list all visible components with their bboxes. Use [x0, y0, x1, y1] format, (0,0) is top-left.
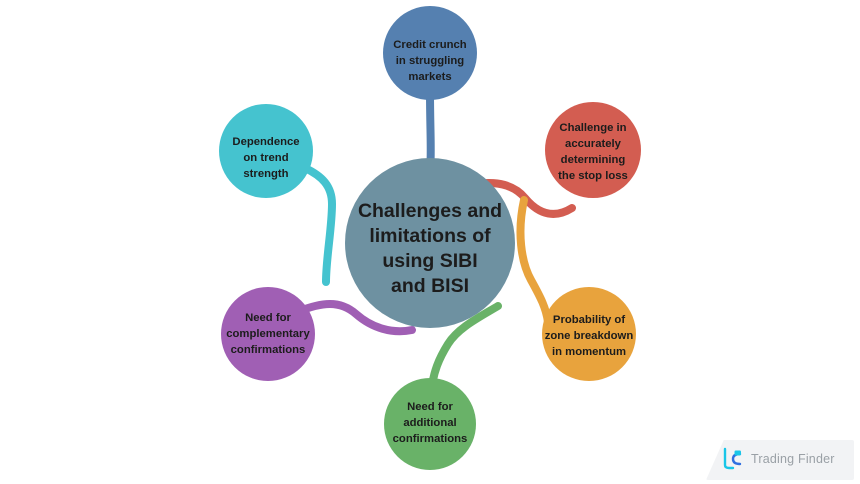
watermark-content: Trading Finder	[722, 447, 835, 471]
node-credit-crunch-label-line-3: markets	[408, 71, 451, 83]
node-complementary-confirmations-label-line-2: complementary	[226, 328, 310, 340]
node-additional-confirmations-circle	[384, 378, 476, 470]
hub-circle	[345, 158, 515, 328]
node-stop-loss-label-line-3: determining	[561, 154, 626, 166]
node-zone-breakdown-label-line-3: in momentum	[552, 346, 626, 358]
watermark-plate	[706, 440, 854, 480]
watermark-text: Trading Finder	[751, 452, 835, 466]
connector-trend-strength	[301, 164, 337, 286]
hub-label-line-1: Challenges and	[358, 200, 502, 222]
connector-additional-confirmations	[428, 302, 502, 390]
node-stop-loss-label-line-2: accurately	[565, 138, 622, 150]
node-trend-strength-label-line-1: Dependence	[232, 136, 299, 148]
node-stop-loss-label-line-1: Challenge in	[559, 122, 626, 134]
node-credit-crunch-circle	[383, 6, 477, 100]
watermark: Trading Finder	[706, 436, 854, 480]
node-complementary-confirmations-label-line-1: Need for	[245, 312, 291, 324]
node-additional-confirmations-label-line-1: Need for	[407, 401, 453, 413]
node-credit-crunch-label-line-1: Credit crunch	[393, 39, 467, 51]
trading-finder-logo-icon	[723, 447, 742, 470]
node-trend-strength-label-line-3: strength	[243, 168, 288, 180]
hub-label-line-4: and BISI	[391, 275, 469, 297]
node-trend-strength[interactable]: Dependence on trend strength	[219, 104, 313, 198]
node-stop-loss-circle	[545, 102, 641, 198]
node-zone-breakdown-label-line-2: zone breakdown	[545, 330, 634, 342]
hub-label-line-2: limitations of	[369, 225, 491, 247]
node-zone-breakdown-circle	[542, 287, 636, 381]
hub-node[interactable]: Challenges and limitations of using SIBI…	[345, 158, 515, 328]
hub-label-line-3: using SIBI	[382, 250, 477, 272]
node-complementary-confirmations-circle	[221, 287, 315, 381]
node-complementary-confirmations[interactable]: Need for complementary confirmations	[221, 287, 315, 381]
node-credit-crunch[interactable]: Credit crunch in struggling markets	[383, 6, 477, 100]
node-stop-loss[interactable]: Challenge in accurately determining the …	[545, 102, 641, 198]
connector-complementary-confirmations	[293, 300, 416, 336]
node-trend-strength-label-line-2: on trend	[243, 152, 288, 164]
connector-zone-breakdown	[516, 196, 552, 326]
node-stop-loss-label-line-4: the stop loss	[558, 170, 628, 182]
node-credit-crunch-label-line-2: in struggling	[396, 55, 464, 67]
node-complementary-confirmations-label-line-3: confirmations	[231, 344, 306, 356]
node-additional-confirmations-label-line-3: confirmations	[393, 433, 468, 445]
node-trend-strength-circle	[219, 104, 313, 198]
node-additional-confirmations[interactable]: Need for additional confirmations	[384, 378, 476, 470]
node-additional-confirmations-label-line-2: additional	[403, 417, 456, 429]
node-zone-breakdown-label-line-1: Probability of	[553, 314, 625, 326]
node-zone-breakdown[interactable]: Probability of zone breakdown in momentu…	[542, 287, 636, 381]
